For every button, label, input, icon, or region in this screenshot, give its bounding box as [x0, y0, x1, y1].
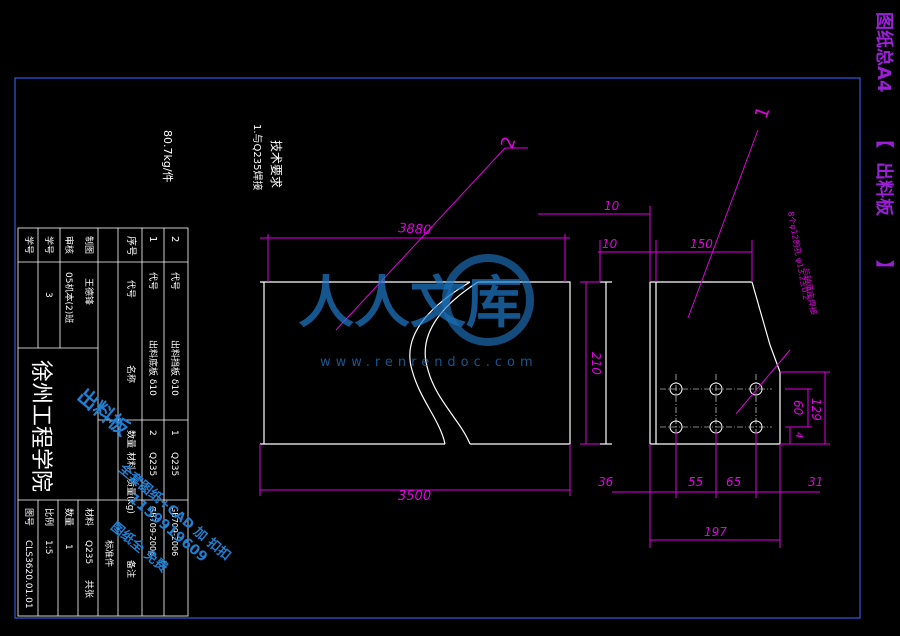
checked-label: 审核	[63, 236, 75, 254]
part-2-std: GB709-2006	[170, 506, 179, 556]
std-num-label: 学号	[23, 236, 35, 254]
sheet-border	[14, 77, 861, 619]
part-2-index: 2	[169, 236, 180, 242]
balloon-1: 1	[751, 104, 775, 122]
part-1-std: GB709-2006	[148, 506, 157, 556]
school-name: 徐州工程学院	[28, 360, 53, 492]
dim-10-top: 10	[604, 199, 620, 213]
drawing-line	[687, 129, 759, 319]
hdr-note: 备注	[125, 560, 137, 578]
dwg-label: 图号	[23, 508, 34, 526]
drawer-name: 王德锋	[83, 278, 95, 305]
dim-31: 31	[808, 475, 823, 489]
sheet-label: 共张	[83, 580, 94, 598]
part-1-code: 代号	[147, 272, 158, 290]
qty-value: 1	[63, 544, 73, 550]
part-2-name: 出料挡板 δ10	[169, 340, 181, 396]
material-value: Q235	[83, 540, 93, 564]
drawing-line	[335, 147, 506, 331]
part-1-name: 出料底板 δ10	[147, 340, 159, 396]
dim-36: 36	[598, 475, 614, 489]
dim-small: 4	[793, 432, 804, 438]
watermark-brand: 人人文库 www.renrendoc.com	[298, 254, 538, 370]
hdr-name: 名称	[125, 365, 137, 383]
drawing-line	[735, 349, 791, 415]
hdr-qty: 数量	[125, 430, 137, 448]
bracket-close: 】	[873, 260, 894, 278]
part-2-qty: 1	[169, 430, 179, 436]
part-1-qty: 2	[147, 430, 157, 436]
break-line-right	[424, 281, 479, 445]
dim-197: 197	[704, 525, 727, 539]
dim-150: 150	[690, 237, 713, 251]
title-block-text: 2 1 序号 代号 代号 代号 出料挡板 δ10 出料底板 δ10 名称 1 2…	[23, 236, 181, 609]
side-view	[600, 281, 781, 445]
sheet-title-text: 图纸总A4	[873, 12, 895, 92]
dim-10-left: 10	[602, 237, 618, 251]
part-1-material: Q235	[147, 452, 157, 476]
hdr-index: 序号	[125, 236, 138, 256]
part-2-code: 代号	[169, 272, 180, 290]
hdr-code: 代号	[125, 280, 136, 298]
student-label: 学号	[43, 236, 55, 254]
weight-note: 80.7kg/件	[161, 130, 174, 183]
dim-60: 60	[791, 400, 805, 416]
sheet-title: 图纸总A4 【 出料板 】	[873, 12, 895, 278]
side-dimensions	[538, 129, 830, 548]
dim-front-length-top: 3880	[398, 221, 432, 238]
side-plate-outline	[649, 281, 781, 445]
hdr-material: 材料	[125, 452, 137, 470]
hdr-weight: 质量(kg)	[125, 478, 137, 514]
bracket-open: 【	[873, 130, 894, 148]
drawn-label: 制图	[83, 236, 95, 254]
dwg-value: CLS3620.01.01	[23, 540, 33, 609]
bracket-label: 出料板	[873, 162, 895, 217]
class-name: 05机本(2)班	[63, 272, 75, 323]
watermark-brand-text: 人人文库	[298, 271, 522, 336]
title-block	[17, 227, 189, 617]
student-number: 3	[43, 292, 53, 298]
part-2-material: Q235	[169, 452, 179, 476]
scale-value: 1:5	[43, 540, 53, 554]
dim-55: 55	[688, 475, 703, 489]
material-label: 材料	[83, 508, 95, 526]
tech-heading: 技术要求	[269, 140, 283, 188]
balloon-2: 2	[497, 134, 521, 152]
dim-129: 129	[809, 398, 823, 421]
qty-label: 数量	[63, 508, 75, 526]
dim-front-length-bottom: 3500	[398, 489, 431, 504]
part-1-index: 1	[147, 236, 158, 242]
dim-65: 65	[726, 475, 741, 489]
watermark-logo-icon	[442, 254, 534, 346]
scale-label: 比例	[43, 508, 55, 526]
watermark-url: www.renrendoc.com	[320, 355, 538, 370]
hdr-std: 标准件	[103, 540, 115, 567]
front-dimensions	[259, 147, 571, 496]
hole-centerlines	[660, 374, 772, 442]
dim-210: 210	[589, 352, 603, 375]
tech-line: 1.与Q235焊接	[251, 124, 264, 191]
